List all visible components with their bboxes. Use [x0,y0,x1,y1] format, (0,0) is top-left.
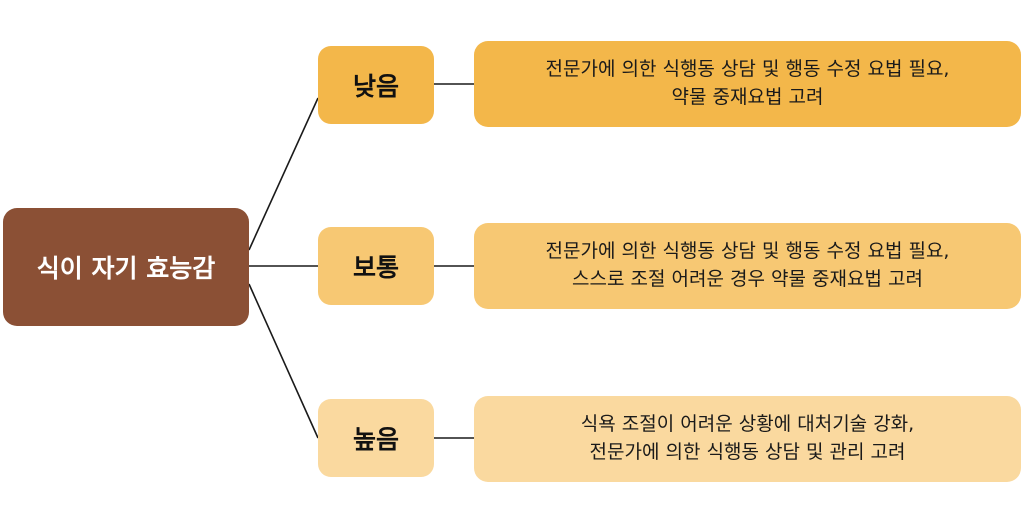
connector-root-to-high [248,283,319,439]
description-line: 전문가에 의한 식행동 상담 및 행동 수정 요법 필요, [545,240,950,263]
description-node-mid: 전문가에 의한 식행동 상담 및 행동 수정 요법 필요, 스스로 조절 어려운… [474,223,1021,309]
level-label-high: 높음 [352,425,399,454]
description-line: 스스로 조절 어려운 경우 약물 중재요법 고려 [572,268,923,290]
level-label-mid: 보통 [352,253,399,282]
description-node-low: 전문가에 의한 식행동 상담 및 행동 수정 요법 필요, 약물 중재요법 고려 [474,41,1021,127]
level-label-low: 낮음 [352,72,399,101]
connector-root-to-low [248,97,319,251]
description-line: 전문가에 의한 식행동 상담 및 행동 수정 요법 필요, [545,58,950,81]
description-line: 약물 중재요법 고려 [671,86,824,108]
description-line: 전문가에 의한 식행동 상담 및 관리 고려 [589,441,906,463]
root-label: 식이 자기 효능감 [36,254,216,283]
level-node-mid: 보통 [318,227,434,305]
level-node-low: 낮음 [318,46,434,124]
description-line: 식욕 조절이 어려운 상황에 대처기술 강화, [580,413,915,436]
description-node-high: 식욕 조절이 어려운 상황에 대처기술 강화, 전문가에 의한 식행동 상담 및… [474,396,1021,482]
root-node: 식이 자기 효능감 [3,208,249,326]
level-node-high: 높음 [318,399,434,477]
